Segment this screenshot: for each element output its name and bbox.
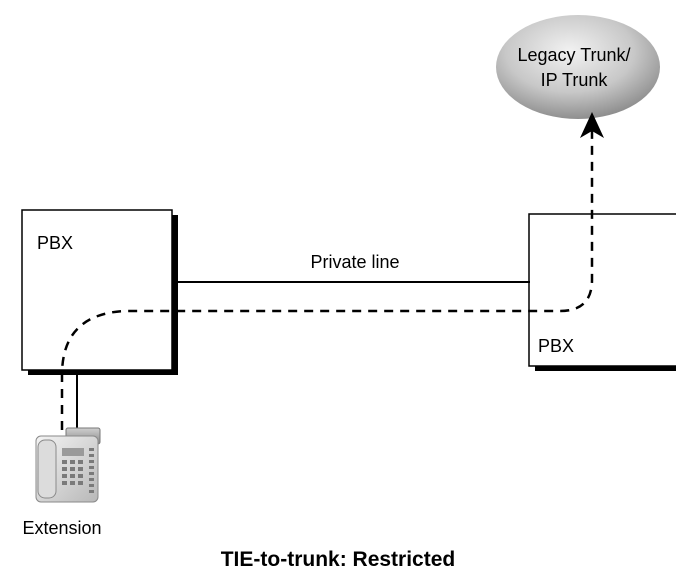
phone-screen	[62, 448, 84, 456]
call-path-arrowhead-icon	[580, 112, 604, 138]
trunk-label-line2: IP Trunk	[541, 70, 609, 90]
pbx-right-box	[528, 213, 676, 367]
private-line: Private line	[172, 252, 530, 283]
pbx-left-label: PBX	[37, 233, 73, 253]
trunk-cloud: Legacy Trunk/ IP Trunk	[496, 15, 660, 119]
pbx-left-box	[21, 209, 173, 371]
pbx-right: PBX	[528, 213, 676, 371]
pbx-right-label: PBX	[538, 336, 574, 356]
private-line-label: Private line	[310, 252, 399, 272]
restricted-call-path	[60, 128, 594, 430]
phone-keypad	[62, 448, 94, 493]
extension-label: Extension	[22, 518, 101, 538]
extension-phone-icon	[35, 427, 101, 503]
diagram-caption: TIE-to-trunk: Restricted	[220, 548, 456, 571]
pbx-left: PBX	[21, 209, 178, 375]
trunk-label-line1: Legacy Trunk/	[517, 45, 630, 65]
phone-handset	[37, 439, 57, 499]
trunk-cloud-shape	[496, 15, 660, 119]
